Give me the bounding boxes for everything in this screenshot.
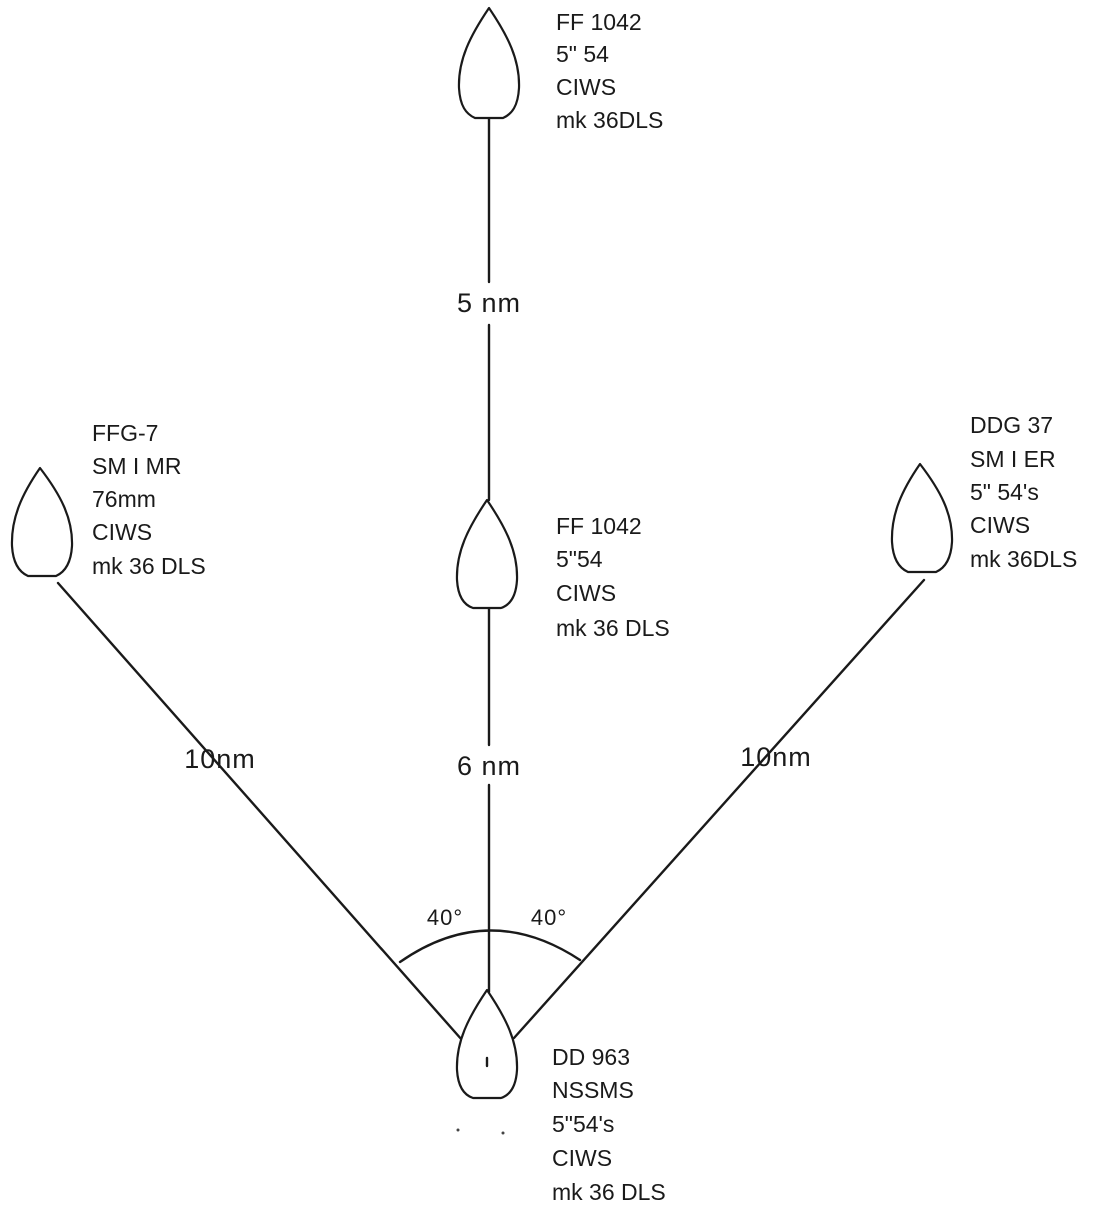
ship-left-label-3: 76mm xyxy=(92,486,156,512)
ship-right-icon xyxy=(890,462,954,574)
ship-left-label-5: mk 36 DLS xyxy=(92,553,206,579)
ship-right-label-3: 5" 54's xyxy=(970,479,1039,505)
ship-left-label-1: FFG-7 xyxy=(92,420,158,446)
ship-base-label-3: 5"54's xyxy=(552,1111,614,1137)
ship-lead-label-1: FF 1042 xyxy=(556,9,642,35)
ship-lead-label-3: CIWS xyxy=(556,74,616,100)
ship-right-label-1: DDG 37 xyxy=(970,412,1053,438)
angle-left-label: 40° xyxy=(427,905,463,930)
ship-lead-icon xyxy=(457,6,521,120)
angle-arc xyxy=(398,929,582,964)
distance-base-to-center: 6 nm xyxy=(457,751,521,781)
ship-base-label-4: CIWS xyxy=(552,1145,612,1171)
ship-left-icon xyxy=(10,466,74,578)
ship-base-label-2: NSSMS xyxy=(552,1077,634,1103)
ship-base-icon xyxy=(455,988,519,1100)
ship-left-label-2: SM I MR xyxy=(92,453,181,479)
ship-lead-label-4: mk 36DLS xyxy=(556,107,663,133)
ship-base-label-1: DD 963 xyxy=(552,1044,630,1070)
ship-right-label-2: SM I ER xyxy=(970,446,1056,472)
ship-center-label-4: mk 36 DLS xyxy=(556,615,670,641)
scan-speck xyxy=(501,1131,505,1135)
line-right-to-base xyxy=(512,578,926,1040)
ship-center-label-1: FF 1042 xyxy=(556,513,642,539)
ship-center-label-2: 5"54 xyxy=(556,546,603,572)
scan-speck xyxy=(456,1128,460,1132)
ship-right-label-4: CIWS xyxy=(970,512,1030,538)
line-left-to-base xyxy=(56,581,464,1042)
distance-base-to-left: 10nm xyxy=(184,744,256,774)
ship-center-label-3: CIWS xyxy=(556,580,616,606)
angle-right-label: 40° xyxy=(531,905,567,930)
ship-base-label-5: mk 36 DLS xyxy=(552,1179,666,1205)
distance-lead-to-center: 5 nm xyxy=(457,288,521,318)
distance-base-to-right: 10nm xyxy=(740,742,812,772)
ship-right-label-5: mk 36DLS xyxy=(970,546,1077,572)
ship-lead-label-2: 5" 54 xyxy=(556,41,609,67)
ship-left-label-4: CIWS xyxy=(92,519,152,545)
ship-center-icon xyxy=(455,498,519,610)
